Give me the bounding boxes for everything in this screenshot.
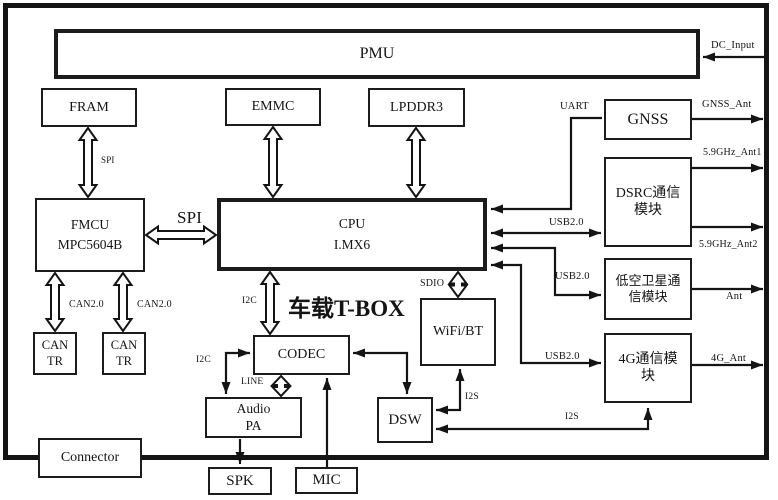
block-audio-pa-line1: Audio [236, 401, 271, 417]
codec-pa-line-arrow [270, 374, 292, 398]
port-label-59ghz-ant2: 5.9GHz_Ant2 [699, 239, 758, 250]
block-dsrc-module: DSRC通信 模块 [604, 157, 692, 247]
block-gnss-label: GNSS [627, 110, 669, 128]
block-spk: SPK [208, 467, 272, 495]
port-label-gnss-ant: GNSS_Ant [702, 99, 752, 110]
block-dsrc-line1: DSRC通信 [615, 185, 681, 201]
cpu-wifi-sdio-arrow [447, 270, 469, 299]
block-spk-label: SPK [226, 472, 254, 489]
bus-label-can2-1: CAN2.0 [69, 299, 104, 310]
bus-label-usb-dsrc: USB2.0 [549, 217, 584, 228]
port-label-4g-ant: 4G_Ant [711, 353, 747, 364]
bus-label-sdio: SDIO [420, 278, 445, 289]
block-dsw-label: DSW [388, 411, 422, 428]
block-fmcu: FMCU MPC5604B [35, 198, 145, 272]
fmcu-cantr1-arrow [44, 271, 66, 333]
block-satellite-module: 低空卫星通 信模块 [604, 258, 692, 320]
block-codec-label: CODEC [277, 347, 326, 363]
bus-label-i2c-pa: I2C [196, 355, 211, 365]
bus-label-uart: UART [560, 101, 589, 112]
block-cpu: CPU I.MX6 [217, 198, 487, 271]
block-can-tr-2: CAN TR [102, 332, 146, 375]
fmcu-cantr2-arrow [112, 271, 134, 333]
emmc-cpu-arrow [262, 125, 284, 199]
block-pmu-label: PMU [359, 45, 395, 62]
bus-label-i2s-wifi: I2S [465, 392, 479, 402]
fmcu-cpu-spi-arrow [144, 224, 218, 246]
block-fmcu-line1: FMCU [70, 216, 110, 232]
enclosure-frame [3, 3, 769, 460]
port-label-dc-input: DC_Input [711, 40, 755, 51]
block-wifi-bt: WiFi/BT [420, 298, 496, 366]
block-wifi-bt-label: WiFi/BT [433, 324, 483, 340]
block-can-tr-2-line1: CAN [110, 337, 138, 352]
block-fram-label: FRAM [69, 99, 109, 115]
block-cpu-line2: I.MX6 [333, 236, 371, 252]
uart-wire [491, 116, 602, 214]
bus-label-usb-4g: USB2.0 [545, 351, 580, 362]
block-fram: FRAM [41, 88, 137, 127]
cpu-codec-i2c-arrow [259, 270, 281, 336]
block-gnss: GNSS [604, 99, 692, 140]
bus-label-i2s-4g: I2S [565, 412, 579, 422]
bus-label-spi-main: SPI [177, 208, 203, 227]
block-mic-label: MIC [312, 472, 341, 489]
wifi-dsw-i2s-wire [436, 369, 465, 415]
block-fmcu-line2: MPC5604B [57, 237, 123, 252]
block-lpddr3-label: LPDDR3 [390, 99, 443, 115]
block-4g-module: 4G通信模 块 [604, 333, 692, 403]
block-can-tr-1-line1: CAN [41, 337, 69, 352]
block-satellite-line1: 低空卫星通 [615, 272, 681, 288]
lpddr3-cpu-arrow [405, 126, 427, 199]
block-dsw: DSW [377, 397, 433, 443]
i2c-codec-pa-wire [221, 348, 250, 394]
block-dsrc-line2: 模块 [634, 203, 662, 218]
block-connector-label: Connector [60, 450, 120, 466]
block-pmu: PMU [54, 29, 700, 79]
block-can-tr-1: CAN TR [33, 332, 77, 375]
block-can-tr-2-line2: TR [116, 353, 132, 368]
block-can-tr-1-line2: TR [47, 353, 63, 368]
bus-label-usb-sat: USB2.0 [555, 271, 590, 282]
block-emmc: EMMC [225, 88, 321, 126]
port-label-sat-ant: Ant [726, 291, 743, 302]
port-label-59ghz-ant1: 5.9GHz_Ant1 [703, 147, 762, 158]
codec-dsw-wire [353, 348, 412, 394]
bus-label-line: LINE [241, 377, 264, 387]
usb2-4g-wire [491, 260, 601, 368]
block-audio-pa-line2: PA [245, 417, 262, 433]
fram-fmcu-spi-arrow [77, 126, 99, 199]
block-codec: CODEC [253, 335, 350, 375]
bus-label-spi-fram: SPI [101, 155, 115, 165]
block-cpu-line1: CPU [338, 216, 366, 232]
bus-label-can2-2: CAN2.0 [137, 299, 172, 310]
block-4g-line1: 4G通信模 [618, 351, 678, 367]
block-4g-line2: 块 [641, 369, 655, 384]
block-satellite-line2: 信模块 [628, 289, 668, 304]
diagram-title: 车载T-BOX [288, 296, 405, 321]
block-lpddr3: LPDDR3 [368, 88, 465, 127]
dsw-4g-i2s-wire [436, 408, 653, 434]
block-audio-pa: Audio PA [205, 397, 302, 438]
bus-label-i2c-cpu: I2C [242, 296, 257, 306]
block-mic: MIC [295, 467, 358, 494]
block-connector: Connector [38, 438, 142, 478]
block-emmc-label: EMMC [251, 99, 295, 115]
